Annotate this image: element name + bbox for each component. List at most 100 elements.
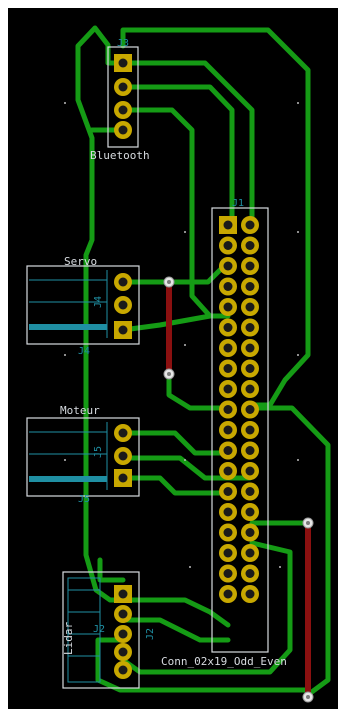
j1-pin-10-hole	[245, 302, 255, 312]
via-hole-2-2	[306, 695, 310, 699]
j1-pin-13-hole	[223, 343, 233, 353]
j4-pin-3-hole	[118, 325, 128, 335]
j5-pin-1-hole	[118, 428, 128, 438]
j1-pin-26-hole	[245, 466, 255, 476]
j1-pin-7-hole	[223, 282, 233, 291]
j1-pin-17-hole	[223, 384, 233, 394]
j5-pin-2-hole	[118, 451, 128, 461]
ref-j2-side: J2	[145, 628, 156, 640]
j5-outline	[26, 417, 140, 497]
j1-pin-4-hole	[245, 241, 255, 250]
moteur-label: Moteur	[60, 404, 100, 417]
j1-pin-19-hole	[223, 405, 233, 414]
j1-pin-8-hole	[245, 282, 255, 291]
j1-pin-3-hole	[223, 241, 233, 250]
j1-outline	[211, 207, 269, 653]
j2-pin-1-hole	[118, 589, 128, 599]
grid-dot-5	[297, 459, 299, 461]
grid-dot-3	[297, 102, 299, 104]
pad-layer	[64, 54, 299, 679]
j1-pin-30-hole	[245, 507, 255, 517]
j1-pin-16-hole	[245, 364, 255, 373]
track-3	[120, 107, 231, 319]
ref-j4-side: J4	[93, 296, 104, 308]
track-18	[120, 597, 231, 628]
grid-dot-10	[184, 459, 186, 461]
j1-pin-28-hole	[245, 487, 255, 496]
ref-j5-bottom: J5	[78, 494, 90, 505]
j1-pin-1-hole	[223, 220, 233, 230]
track-5	[120, 60, 255, 228]
ref-j2-inner: J2	[93, 624, 105, 635]
j1-pin-32-hole	[245, 528, 255, 537]
j1-pin-38-hole	[245, 589, 255, 599]
grid-dot-11	[189, 566, 191, 568]
j1-pin-25-hole	[223, 466, 233, 476]
track-6	[120, 27, 311, 408]
grid-dot-7	[184, 231, 186, 233]
lidar-connector-body	[67, 577, 101, 683]
j2-pin-2-hole	[118, 609, 128, 619]
grid-dot-12	[279, 566, 281, 568]
servo-label: Servo	[64, 255, 97, 268]
via-hole-1-2	[167, 372, 171, 376]
via-hole-2-1	[306, 521, 310, 525]
track-12	[120, 475, 231, 496]
j2-pin-3-hole	[118, 629, 128, 639]
ref-j3: J3	[117, 38, 129, 49]
j1-pin-22-hole	[245, 425, 255, 435]
grid-dot-6	[64, 459, 66, 461]
grid-dot-1	[64, 102, 66, 104]
j3-pin-4-hole	[118, 125, 128, 135]
jumper-layer	[163, 276, 314, 703]
main-connector-label: Conn_02x19_Odd_Even	[161, 655, 287, 668]
j3-outline	[107, 46, 139, 148]
j2-pin-4-hole	[118, 647, 128, 657]
track-15	[120, 540, 293, 675]
j1-pin-12-hole	[245, 323, 255, 332]
j4-outline	[26, 265, 140, 345]
bluetooth-label: Bluetooth	[90, 149, 150, 162]
j1-pin-14-hole	[245, 343, 255, 353]
j4-pin-2-hole	[118, 300, 128, 310]
j1-pin-23-hole	[223, 446, 233, 455]
j1-pin-31-hole	[223, 528, 233, 537]
track-2	[120, 84, 235, 228]
j2-pin-5-hole	[118, 665, 128, 675]
track-17	[95, 637, 308, 693]
j4-pin-1-hole	[118, 277, 128, 287]
j1-pin-33-hole	[223, 548, 233, 558]
j1-pin-15-hole	[223, 364, 233, 373]
j3-pin-3-hole	[118, 105, 128, 115]
j2-outline	[62, 571, 140, 689]
j1-pin-9-hole	[223, 302, 233, 312]
grid-dot-8	[184, 344, 186, 346]
j1-pin-5-hole	[223, 261, 233, 271]
track-13	[249, 405, 331, 700]
j1-pin-37-hole	[223, 589, 233, 599]
grid-dot-9	[297, 231, 299, 233]
ref-j1: J1	[232, 198, 244, 209]
j1-pin-27-hole	[223, 487, 233, 496]
lidar-label: Lidar	[62, 622, 75, 655]
j1-pin-36-hole	[245, 569, 255, 578]
grid-dot-2	[64, 354, 66, 356]
j1-pin-35-hole	[223, 569, 233, 578]
j5-pin-3-hole	[118, 473, 128, 483]
j1-pin-2-hole	[245, 220, 255, 230]
j1-pin-11-hole	[223, 323, 233, 332]
connector-body-1-key	[29, 324, 107, 330]
outline-layer	[26, 46, 269, 689]
j3-pin-2-hole	[118, 82, 128, 92]
j1-pin-6-hole	[245, 261, 255, 271]
ref-j5-side: J5	[93, 446, 104, 458]
connector-body-2-key	[29, 476, 107, 482]
j1-pin-21-hole	[223, 425, 233, 435]
grid-dot-4	[297, 354, 299, 356]
j1-pin-18-hole	[245, 384, 255, 394]
ref-j4-bottom: J4	[78, 346, 90, 357]
track-16	[120, 617, 231, 643]
track-8	[120, 313, 213, 333]
via-hole-1-1	[167, 280, 171, 284]
